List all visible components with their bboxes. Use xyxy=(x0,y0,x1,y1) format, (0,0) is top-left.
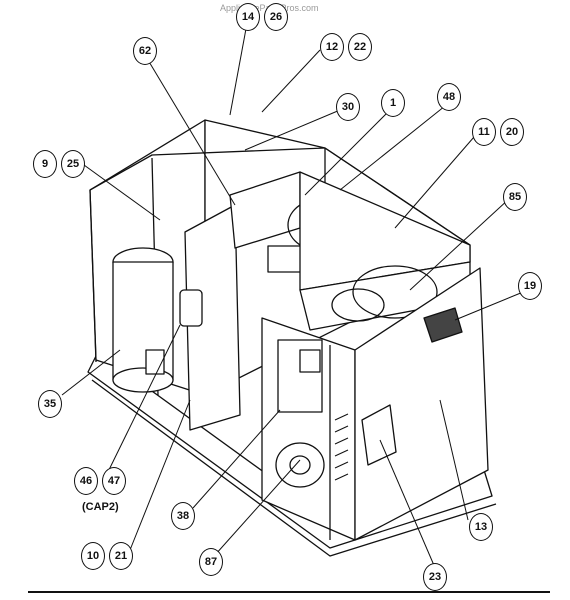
callout-10: 10 xyxy=(81,542,105,570)
callout-22: 22 xyxy=(348,33,372,61)
cap2-note: (CAP2) xyxy=(82,501,119,513)
callout-48: 48 xyxy=(437,83,461,111)
fan-blade xyxy=(352,265,438,319)
callout-12: 12 xyxy=(320,33,344,61)
junction-box xyxy=(361,404,397,466)
callout-30: 30 xyxy=(336,93,360,121)
callout-35: 35 xyxy=(38,390,62,418)
top-edge xyxy=(89,147,326,191)
transformer xyxy=(299,349,321,373)
frame-edge xyxy=(89,189,97,363)
callout-9: 9 xyxy=(33,150,57,178)
capacitor xyxy=(179,289,203,327)
callout-20: 20 xyxy=(500,118,524,146)
callout-23: 23 xyxy=(423,563,447,591)
center-partition xyxy=(184,204,241,431)
bottom-rule xyxy=(28,591,550,593)
compressor-label xyxy=(145,349,165,375)
inducer-motor-hub xyxy=(289,455,311,475)
callout-1: 1 xyxy=(381,89,405,117)
callout-46: 46 xyxy=(74,467,98,495)
fan-blade xyxy=(331,288,385,322)
callout-14: 14 xyxy=(236,3,260,31)
callout-11: 11 xyxy=(472,118,496,146)
callout-87: 87 xyxy=(199,548,223,576)
leader-lines xyxy=(61,17,529,571)
base-rail xyxy=(91,379,497,557)
callout-38: 38 xyxy=(171,502,195,530)
blower-motor xyxy=(267,245,305,273)
front-access-panel xyxy=(354,267,489,541)
callout-25: 25 xyxy=(61,150,85,178)
callout-21: 21 xyxy=(109,542,133,570)
nameplate xyxy=(423,307,463,343)
callout-13: 13 xyxy=(469,513,493,541)
top-edge xyxy=(324,147,471,246)
louvers xyxy=(334,413,349,481)
callout-19: 19 xyxy=(518,272,542,300)
callout-47: 47 xyxy=(102,467,126,495)
callout-62: 62 xyxy=(133,37,157,65)
callout-26: 26 xyxy=(264,3,288,31)
callout-85-top: 85 xyxy=(503,183,527,211)
